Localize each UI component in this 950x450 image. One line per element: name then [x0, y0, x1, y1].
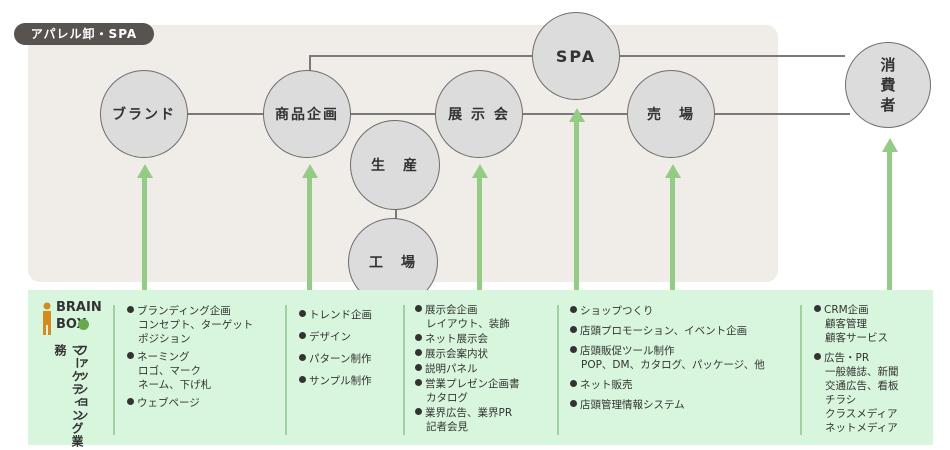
connector-spa-top-line: [309, 55, 534, 57]
arrow-spa-head: [569, 108, 585, 122]
arrow-spa-shaft: [574, 122, 579, 290]
arrow-store-head: [665, 164, 681, 178]
list-item: パターン制作: [299, 352, 404, 366]
logo-circle: [78, 319, 89, 330]
list-item: ウェブページ: [127, 396, 282, 410]
node-brand: ブランド: [100, 70, 188, 158]
column-separator: [800, 305, 802, 435]
list-item: 営業プレゼン企画書カタログ: [415, 377, 560, 405]
column-exhibition: 展示会企画レイアウト、装飾 ネット展示会 展示会案内状 説明パネル 営業プレゼン…: [415, 303, 560, 435]
connector-production-factory-line: [395, 205, 397, 220]
node-exhibition: 展 示 会: [435, 70, 523, 158]
arrow-consumer-head: [882, 138, 898, 152]
arrow-planning-shaft: [307, 178, 312, 290]
list-item: デザイン: [299, 330, 404, 344]
figure-icon: [43, 302, 51, 335]
list-item: ネット展示会: [415, 332, 560, 346]
list-item: 展示会企画レイアウト、装飾: [415, 303, 560, 331]
column-separator: [557, 305, 559, 435]
node-consumer: 消 費 者: [845, 42, 931, 128]
title-marketing: マーケティング業務: [53, 344, 84, 448]
connector-main-line: [185, 113, 630, 115]
list-item: 説明パネル: [415, 362, 560, 376]
column-planning: トレンド企画 デザイン パターン制作 サンプル制作: [299, 308, 404, 396]
arrow-consumer-shaft: [887, 152, 892, 290]
arrow-brand-shaft: [142, 178, 147, 290]
arrow-brand-head: [137, 164, 153, 178]
marketing-services-panel: [28, 290, 933, 445]
node-production: 生 産: [350, 120, 440, 210]
list-item: CRM企画顧客管理 顧客サービス: [814, 303, 932, 345]
node-spa: SPA: [532, 12, 620, 100]
list-item: ショップつくり: [570, 304, 795, 318]
list-item: 店頭プロモーション、イベント企画: [570, 324, 795, 338]
column-brand: ブランディング企画コンセプト、ターゲット ポジション ネーミングロゴ、マーク ネ…: [127, 304, 282, 414]
node-store: 売 場: [627, 70, 715, 158]
connector-store-consumer-line: [715, 113, 850, 115]
arrow-exhibition-shaft: [477, 178, 482, 290]
brainbox-logo: BRAIN BOX: [40, 300, 102, 340]
arrow-exhibition-head: [472, 164, 488, 178]
arrow-planning-head: [302, 164, 318, 178]
list-item: 店頭管理情報システム: [570, 398, 795, 412]
column-separator: [113, 305, 115, 435]
list-item: ネット販売: [570, 378, 795, 392]
connector-planning-up-line: [309, 55, 311, 75]
list-item: 展示会案内状: [415, 347, 560, 361]
node-product-planning: 商品企画: [263, 70, 351, 158]
logo-line1: BRAIN: [56, 300, 102, 315]
connector-spa-consumer-line: [620, 55, 845, 57]
arrow-store-shaft: [670, 178, 675, 290]
list-item: サンプル制作: [299, 374, 404, 388]
list-item: ネーミングロゴ、マーク ネーム、下げ札: [127, 350, 282, 392]
title-fashion: ファッション: [75, 344, 89, 422]
list-item: トレンド企画: [299, 308, 404, 322]
column-separator: [285, 305, 287, 435]
column-separator: [403, 305, 405, 435]
region-tag: アパレル卸・SPA: [14, 23, 154, 45]
list-item: ブランディング企画コンセプト、ターゲット ポジション: [127, 304, 282, 346]
